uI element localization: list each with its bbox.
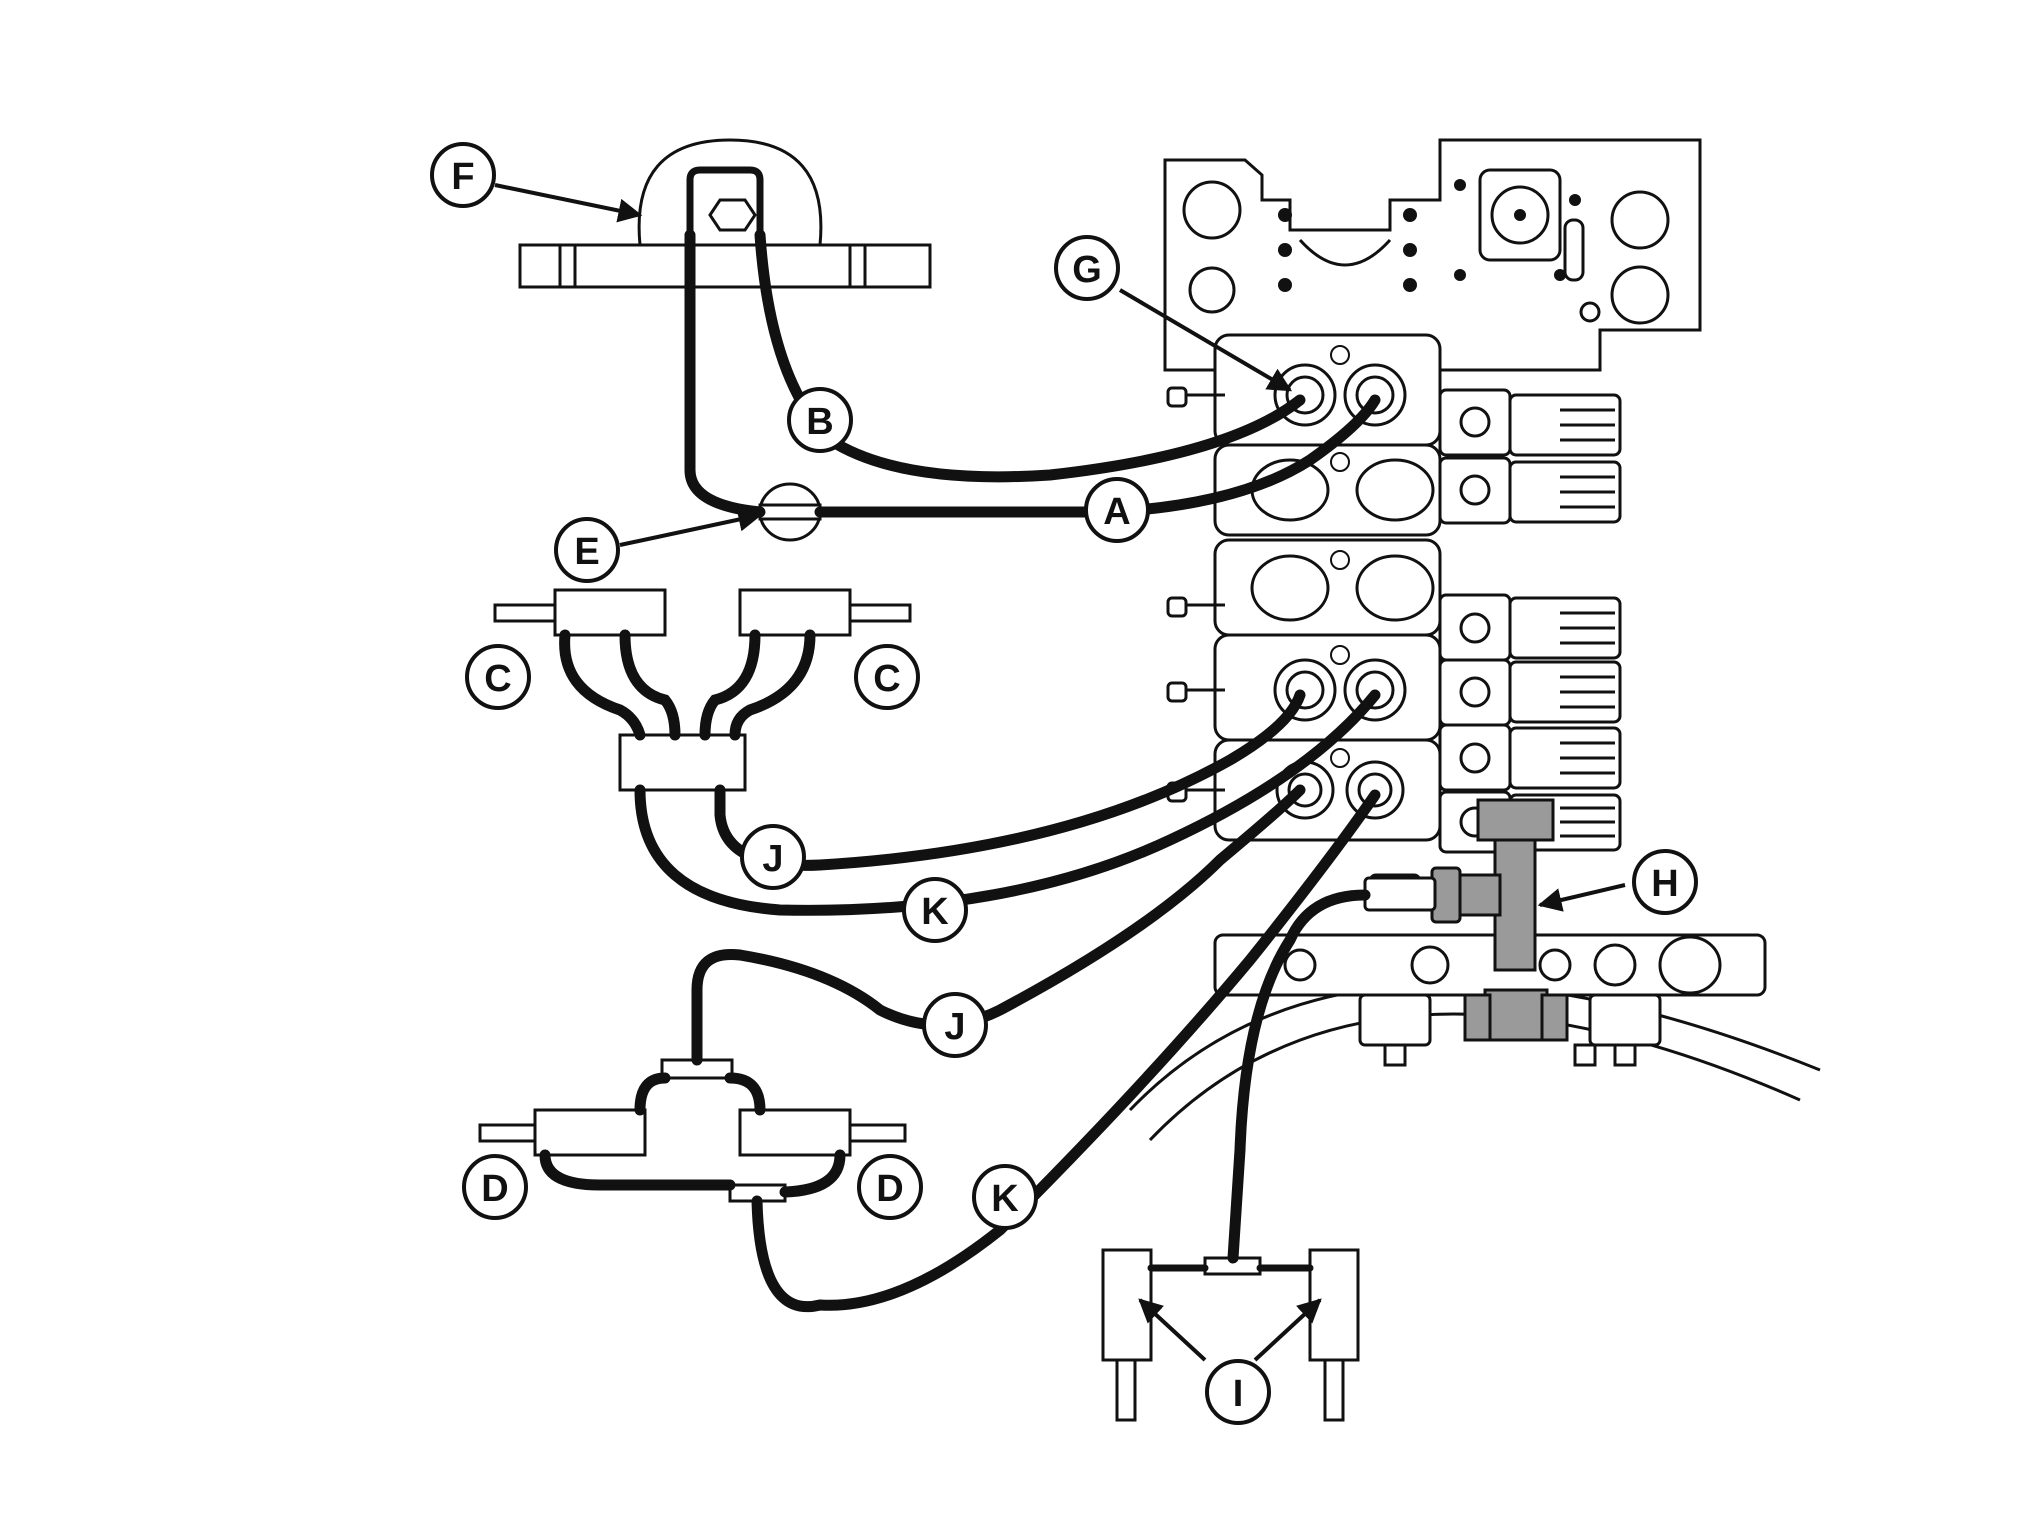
hose-a: [814, 394, 1381, 518]
callout-g: G: [1054, 235, 1120, 301]
control-valve-stack: [1166, 333, 1622, 854]
callout-c-left-label: C: [484, 658, 511, 700]
callout-e: E: [554, 517, 620, 583]
valve-mounting-plate: [1163, 138, 1702, 372]
hose-j-upper: [714, 689, 1306, 871]
callout-b-label: B: [806, 401, 833, 443]
callout-c-right-label: C: [873, 658, 900, 700]
hose-h-to-i: [1227, 889, 1371, 1264]
callout-c-left: C: [465, 644, 531, 710]
hose-b: [754, 229, 1306, 483]
callout-e-label: E: [574, 531, 599, 573]
callout-c-right: C: [854, 644, 920, 710]
callout-j-upper: J: [740, 824, 806, 890]
component-f-block: [518, 138, 932, 289]
callout-j-lower: J: [922, 992, 988, 1058]
callout-f-label: F: [451, 156, 474, 198]
callout-h-label: H: [1651, 863, 1678, 905]
valve-section-iv: [1213, 443, 1622, 537]
callout-i-label: I: [1233, 1373, 1244, 1415]
components-d: [478, 1058, 907, 1203]
callout-g-label: G: [1072, 249, 1102, 291]
valve-section-i: [1213, 723, 1622, 854]
callout-d-left: D: [462, 1154, 528, 1220]
callout-h: H: [1632, 849, 1698, 915]
callout-k-lower: K: [972, 1164, 1038, 1230]
leader-lines: [494, 183, 1626, 1362]
components-c: [493, 588, 912, 792]
hose-c-right-a: [699, 629, 761, 741]
callout-k-upper-label: K: [921, 891, 949, 933]
hose-k-lower: [751, 789, 1381, 1313]
hose-c-left-a: [559, 629, 646, 741]
hose-d-lower: [539, 1149, 846, 1198]
hose-d-upper: [634, 1072, 766, 1116]
callout-k-upper: K: [902, 877, 968, 943]
callout-a: A: [1084, 477, 1150, 543]
hoses: [539, 229, 1381, 1313]
valve-section-iii: [1213, 538, 1622, 662]
callout-k-lower-label: K: [991, 1178, 1019, 1220]
callout-j-lower-label: J: [944, 1006, 965, 1048]
hose-k-upper: [634, 689, 1381, 916]
callout-i: I: [1205, 1359, 1271, 1425]
tee-fitting-h: [1363, 798, 1569, 1042]
component-e: [758, 482, 822, 542]
callout-j-upper-label: J: [762, 838, 783, 880]
callout-d-right: D: [857, 1154, 923, 1220]
hose-c-left-b: [619, 629, 681, 741]
callout-a-label: A: [1103, 491, 1130, 533]
hose-c-right-b: [729, 629, 816, 741]
callout-f: F: [430, 142, 496, 208]
callout-b: B: [787, 387, 853, 453]
callout-d-right-label: D: [876, 1168, 903, 1210]
callout-d-left-label: D: [481, 1168, 508, 1210]
